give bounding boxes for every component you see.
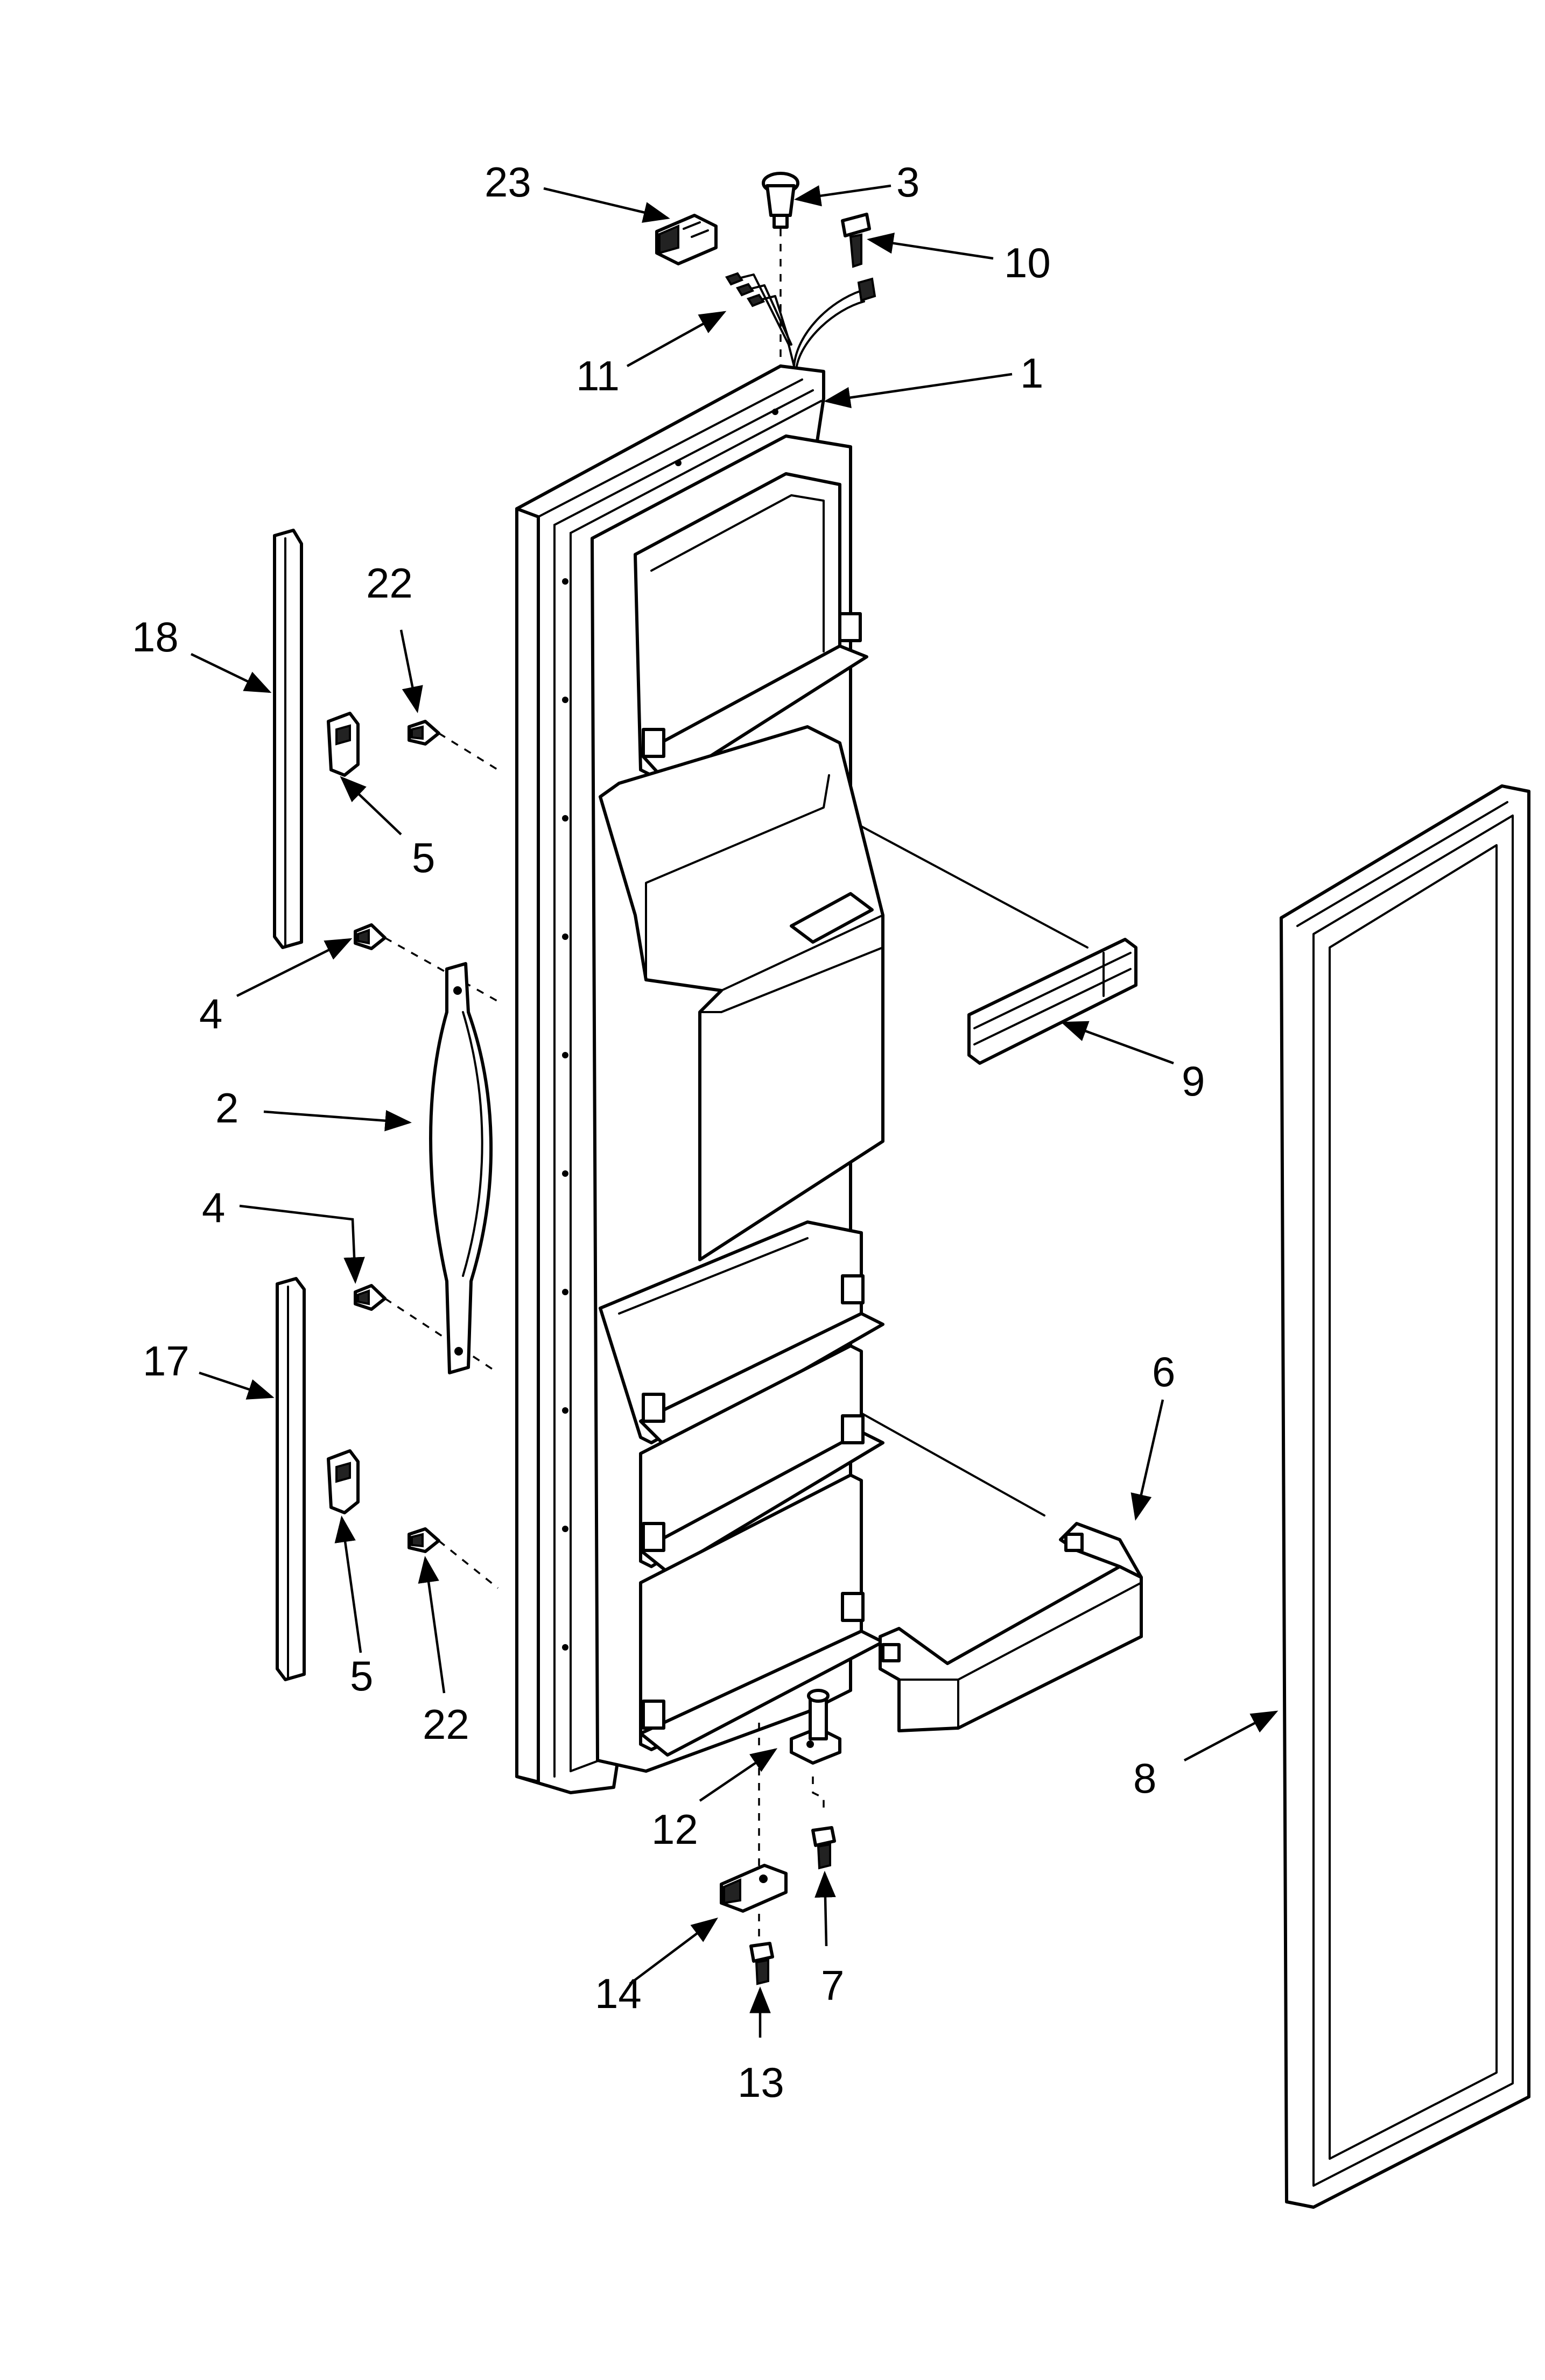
callout-13: 13 — [738, 2059, 784, 2106]
door-gasket — [1280, 784, 1530, 2209]
callout-12: 12 — [651, 1806, 698, 1853]
freezer-door-assembly — [515, 364, 884, 1794]
callout-10: 10 — [1004, 239, 1051, 286]
callout-9: 9 — [1182, 1057, 1205, 1105]
trim-strip-17 — [276, 1277, 306, 1681]
door-handle — [429, 962, 493, 1374]
callout-18: 18 — [132, 613, 179, 661]
wire-connector-23 — [655, 214, 718, 265]
hinge-bracket-14 — [720, 1864, 788, 1913]
callout-2: 2 — [215, 1084, 238, 1132]
callout-14: 14 — [595, 1970, 642, 2017]
callout-labels: 23 3 10 11 1 22 18 5 4 9 2 4 17 6 5 22 8… — [132, 158, 1205, 2106]
screw-4-bottom — [354, 1284, 387, 1311]
light-switch-3 — [762, 172, 799, 229]
callout-17: 17 — [143, 1337, 189, 1385]
liner-screw-dots — [562, 409, 778, 1651]
screw-10 — [841, 213, 871, 268]
callout-4-bottom: 4 — [202, 1184, 225, 1231]
leader-arrows — [191, 184, 1279, 2038]
callout-7: 7 — [821, 1962, 844, 2009]
trim-strip-18 — [273, 529, 303, 949]
callout-22-top: 22 — [366, 559, 413, 607]
shelf-rail-9 — [967, 938, 1137, 1065]
callout-5-top: 5 — [412, 834, 435, 881]
callout-3: 3 — [896, 158, 919, 206]
screw-4-top — [354, 923, 387, 950]
screw-7 — [811, 1826, 836, 1870]
callout-22-bottom: 22 — [423, 1701, 469, 1748]
screw-13 — [749, 1942, 774, 1985]
callout-11: 11 — [576, 352, 620, 399]
screw-22-bottom — [408, 1527, 440, 1553]
callout-5-bottom: 5 — [350, 1652, 373, 1700]
callout-4-top: 4 — [199, 990, 222, 1037]
clip-5-bottom — [327, 1449, 360, 1514]
callout-6: 6 — [1152, 1348, 1175, 1395]
screw-22-top — [408, 720, 440, 746]
clip-5-top — [327, 712, 360, 777]
door-bin-6 — [879, 1522, 1143, 1732]
callout-8: 8 — [1133, 1754, 1156, 1802]
callout-1: 1 — [1020, 349, 1043, 397]
wire-harness-11 — [725, 272, 876, 367]
hinge-pin-12 — [790, 1689, 841, 1765]
callout-23: 23 — [484, 158, 531, 206]
